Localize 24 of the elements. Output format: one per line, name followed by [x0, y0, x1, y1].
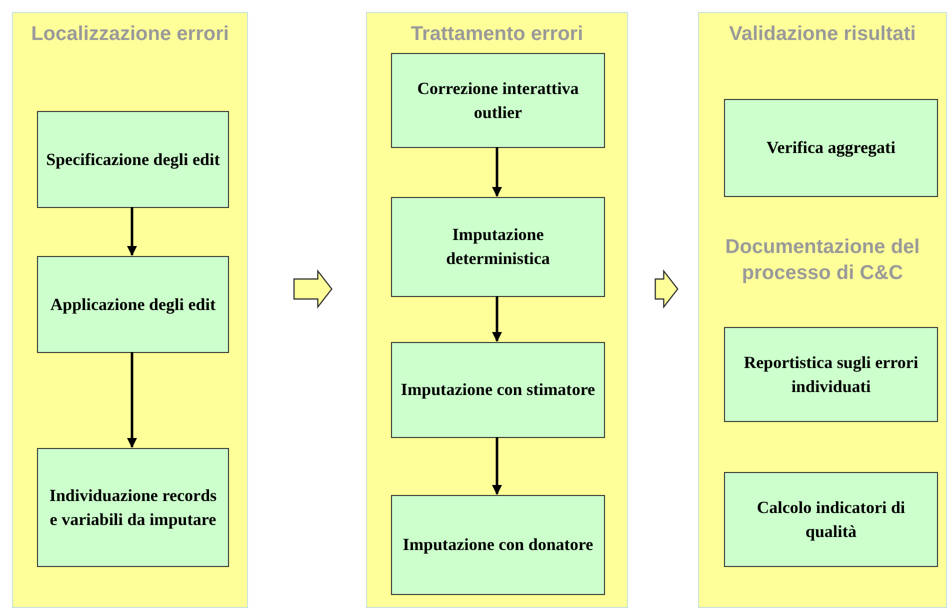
column-heading: Trattamento errori — [410, 22, 584, 47]
column-panel — [12, 12, 248, 608]
block-arrow — [293, 269, 333, 309]
process-box: Verifica aggregati — [724, 99, 938, 197]
arrow — [492, 147, 502, 197]
process-box: Correzione interattiva outlier — [391, 53, 605, 148]
column-heading: Validazione risultati — [728, 22, 917, 47]
process-box: Specificazione degli edit — [37, 111, 229, 208]
process-box: Imputazione con donatore — [391, 495, 605, 595]
column-panel — [366, 12, 628, 608]
block-arrow — [654, 269, 678, 309]
arrow — [492, 437, 502, 495]
process-box: Reportistica sugli errori individuati — [724, 327, 938, 422]
column-heading: Localizzazione errori — [30, 22, 230, 47]
arrow — [127, 352, 137, 448]
process-box: Applicazione degli edit — [37, 256, 229, 353]
arrow — [127, 207, 137, 256]
arrow — [492, 296, 502, 342]
process-box: Calcolo indicatori di qualità — [724, 472, 938, 567]
process-box: Individuazione records e variabili da imputare — [37, 448, 229, 567]
process-box: Imputazione con stimatore — [391, 342, 605, 438]
process-box: Imputazione deterministica — [391, 197, 605, 297]
column-heading: Documentazione del processo di C&C — [724, 235, 921, 286]
column-panel — [698, 12, 947, 608]
